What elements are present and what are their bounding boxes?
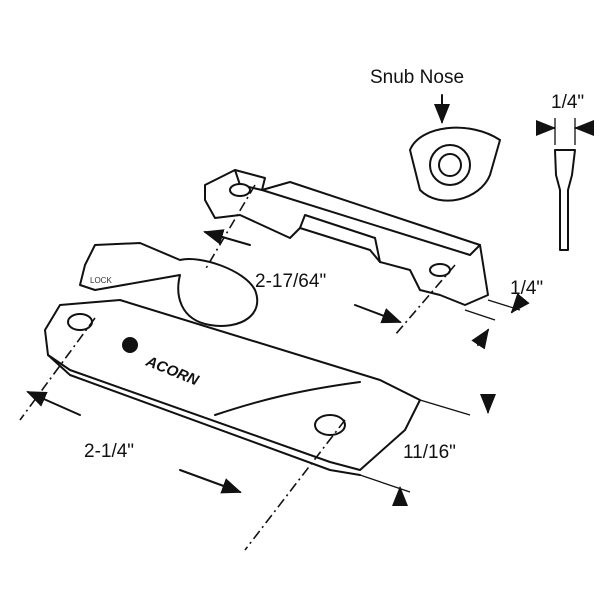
snub-nose-part [409, 126, 501, 202]
label-lock-hole-spacing: 2-1/4" [84, 441, 134, 462]
side-profile [536, 118, 594, 251]
acorn-icon [122, 337, 138, 353]
lever-lock-text: LOCK [90, 276, 112, 285]
label-keeper-width: 1/4" [510, 278, 543, 299]
label-snub-nose: Snub Nose [370, 67, 464, 88]
lock-part: LOCK ACORN [44, 242, 421, 476]
label-lock-width: 11/16" [403, 442, 456, 463]
dimension-lines [19, 184, 530, 551]
keeper-part [204, 169, 489, 306]
label-keeper-hole-spacing: 2-17/64" [255, 271, 326, 292]
label-keeper-thickness: 1/4" [551, 92, 584, 113]
